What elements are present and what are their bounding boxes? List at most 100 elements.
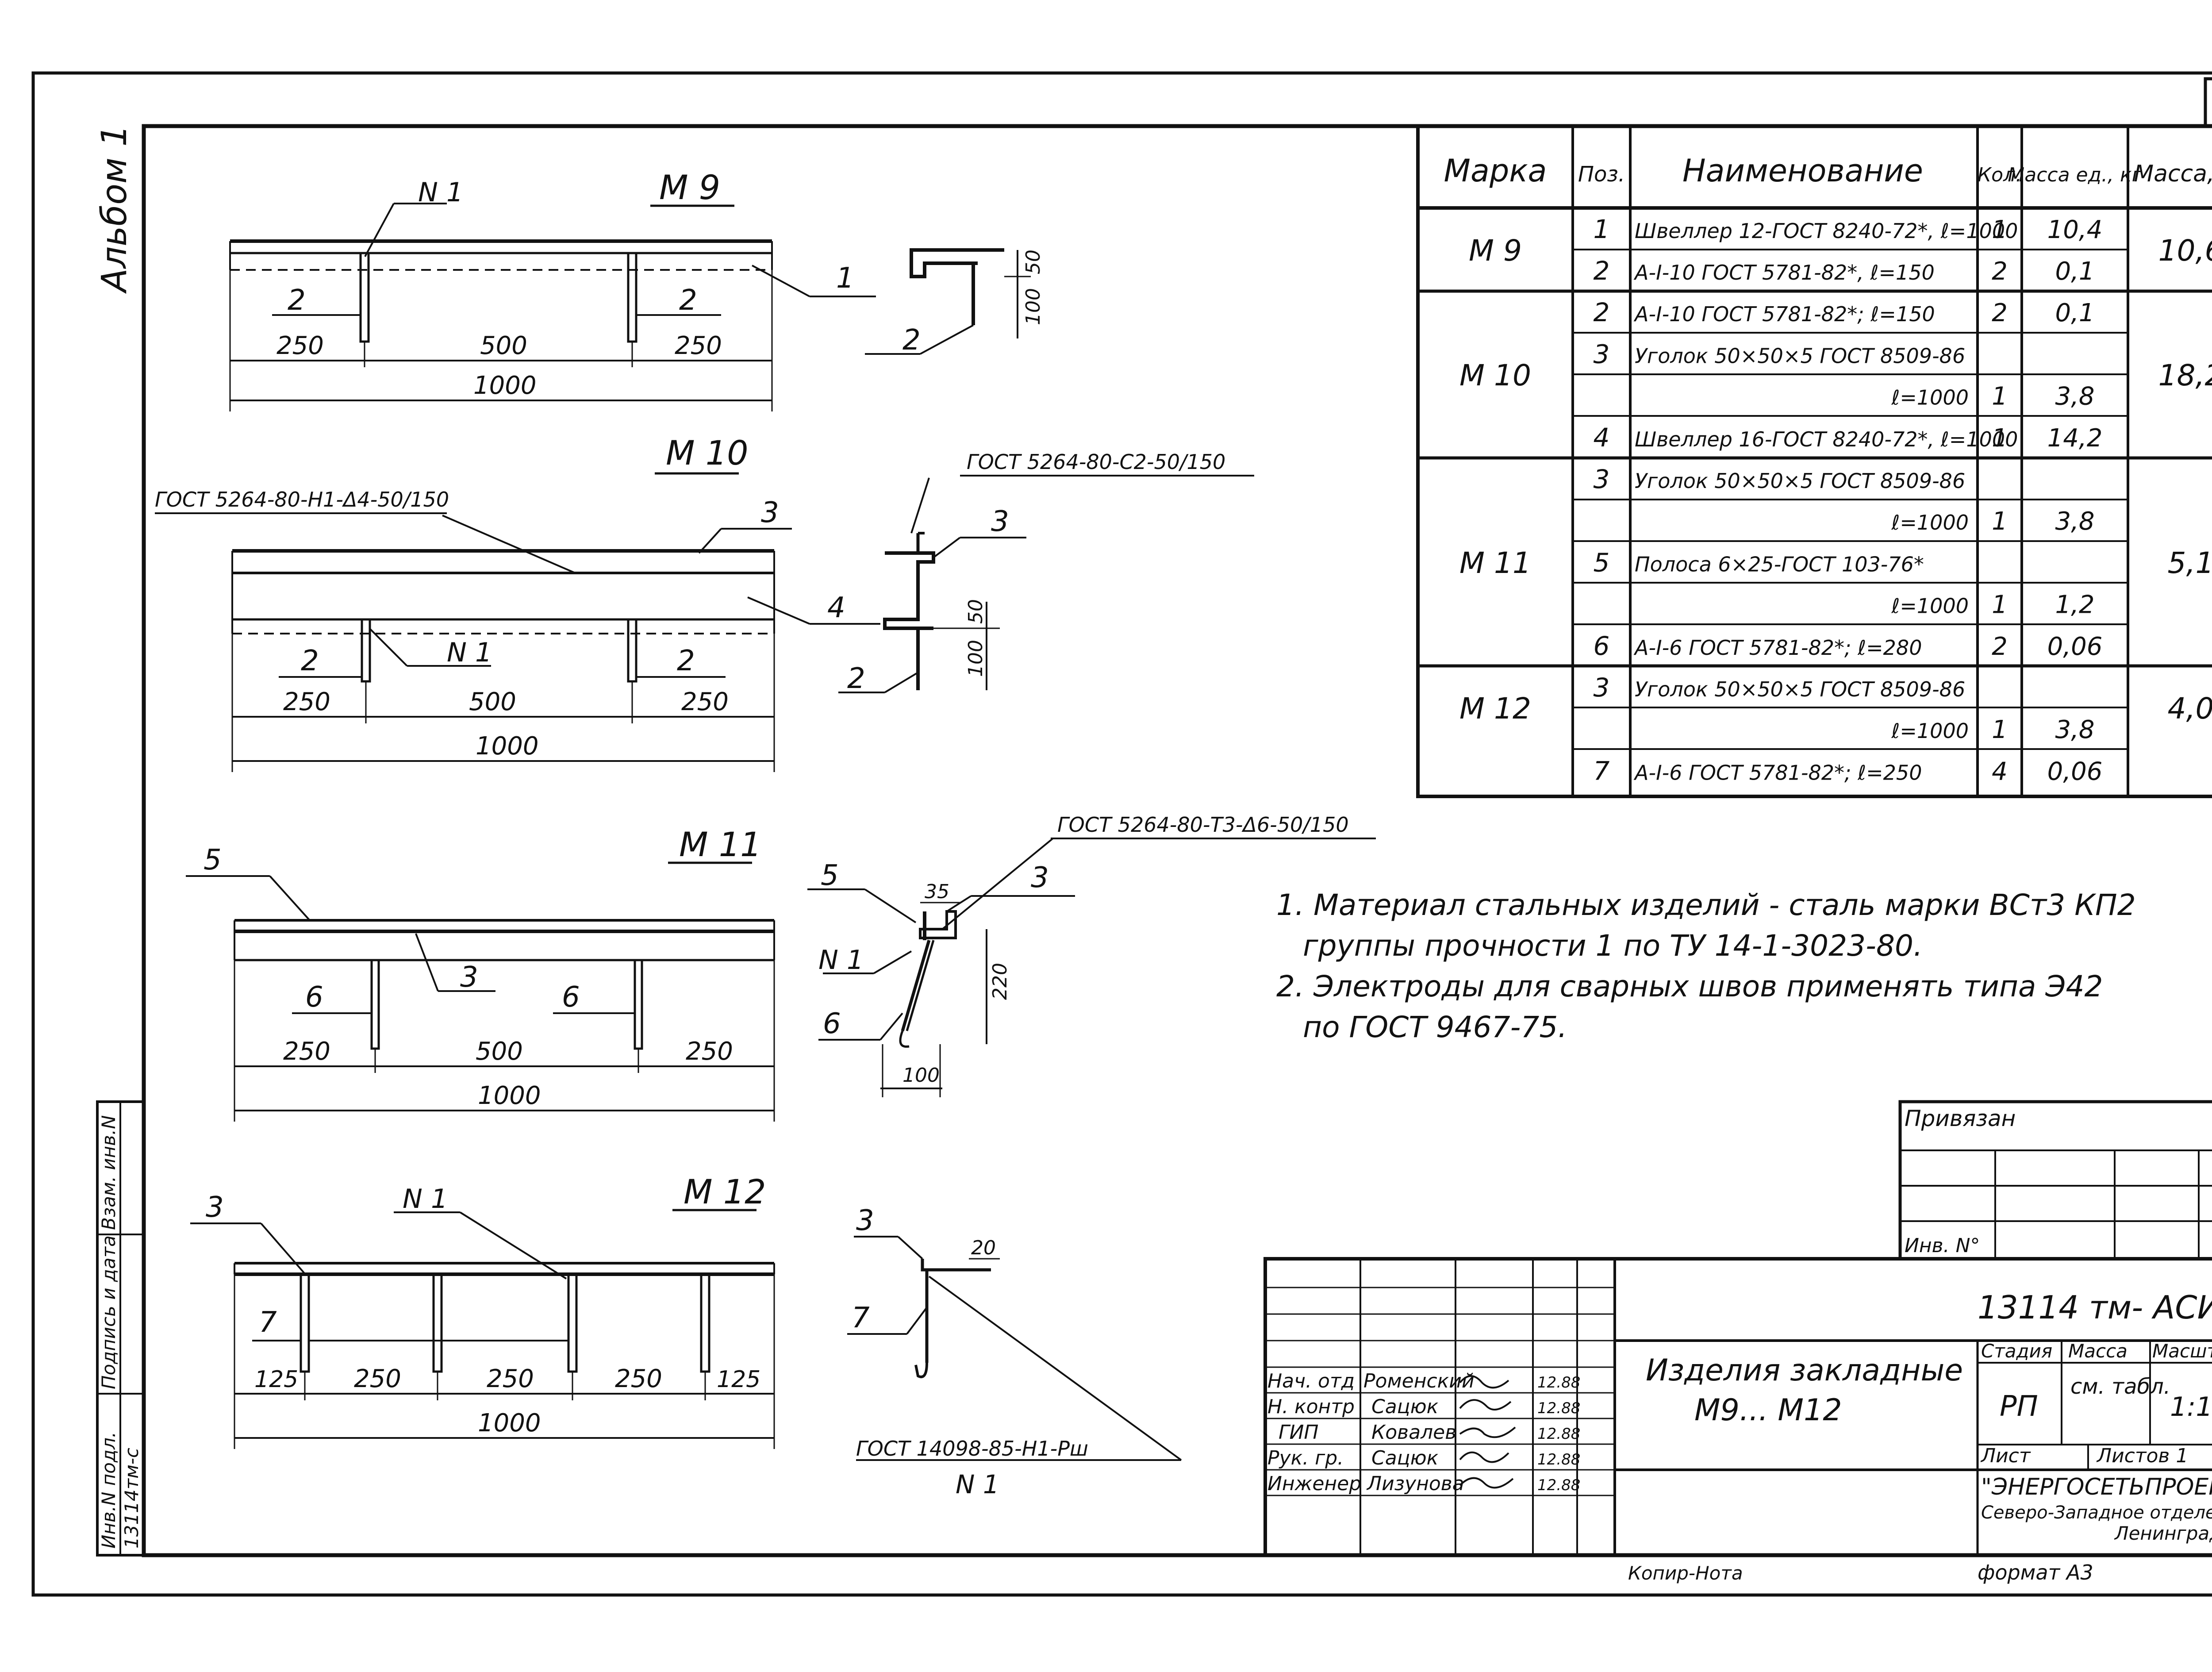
m12-section-dim-20: 20 xyxy=(971,1237,996,1259)
m11-section-mark-5: 5 xyxy=(821,859,839,892)
spec-rows: М 910,61Швеллер 12-ГОСТ 8240-72*, ℓ=1000… xyxy=(1459,214,2212,786)
signatures xyxy=(1459,1375,1516,1489)
side-stamp-inventory-value: 13114тм-с xyxy=(121,1448,142,1549)
m11-dim-250a: 250 xyxy=(283,1037,330,1066)
org-city: Ленинград xyxy=(2114,1522,2212,1544)
m10-mark-n1: N 1 xyxy=(447,637,492,668)
m11-mark-6a: 6 xyxy=(305,981,323,1014)
spec-pos: 1 xyxy=(1594,214,1610,244)
m12-section-mark-7: 7 xyxy=(852,1302,870,1334)
spec-unit-mass: 0,1 xyxy=(2055,257,2094,286)
format-label: формат А3 xyxy=(1978,1561,2093,1584)
spec-unit-mass: 0,06 xyxy=(2047,632,2103,661)
m10-weld-side: ГОСТ 5264-80-С2-50/150 xyxy=(967,450,1225,474)
m10-mark-2a: 2 xyxy=(301,645,319,677)
m12-dim-125a: 125 xyxy=(254,1366,298,1393)
spec-name: Уголок 50×50×5 ГОСТ 8509-86 xyxy=(1635,469,1965,493)
m10-section-mark-3: 3 xyxy=(991,505,1009,538)
m12-dim-250c: 250 xyxy=(615,1365,662,1393)
spec-unit-mass: 10,4 xyxy=(2047,215,2103,244)
spec-unit-mass: 1,2 xyxy=(2055,591,2094,619)
spec-name: ℓ=1000 xyxy=(1891,386,1969,410)
date-1: 12.88 xyxy=(1537,1374,1580,1391)
copy-mark: Копир-Нота xyxy=(1628,1562,1743,1584)
spec-qty: 1 xyxy=(1992,424,2008,453)
note-line-3: 2. Электроды для сварных швов применять … xyxy=(1276,969,2103,1003)
spec-mark-М11: М 11 xyxy=(1459,546,1531,580)
spec-qty: 2 xyxy=(1992,257,2008,286)
m11-mark-3: 3 xyxy=(460,961,478,994)
m11-section-mark-3: 3 xyxy=(1031,861,1049,894)
m9-section-dim-50: 50 xyxy=(1022,250,1045,274)
spec-qty: 1 xyxy=(1992,507,2008,536)
m9-section-mark-2: 2 xyxy=(902,324,921,357)
name-chief-engineer: Ковалев xyxy=(1371,1421,1456,1444)
sheets-count: Листов 1 xyxy=(2096,1445,2188,1467)
m9-mark-1: 1 xyxy=(836,262,854,295)
spec-qty: 1 xyxy=(1992,215,2008,244)
m11-dim-250b: 250 xyxy=(686,1037,733,1066)
name-group-lead: Сацюк xyxy=(1371,1447,1439,1469)
m10-weld-top: ГОСТ 5264-80-Н1-Δ4-50/150 xyxy=(155,488,449,511)
drawing-m9: М 9 N 1 2 2 1 250 500 250 1000 xyxy=(229,168,1045,411)
m11-mark-5: 5 xyxy=(204,844,222,876)
spec-header-pos: Поз. xyxy=(1578,162,1625,187)
m9-mark-n1: N 1 xyxy=(418,177,463,208)
role-group-lead: Рук. гр. xyxy=(1267,1447,1344,1469)
m9-mark-2b: 2 xyxy=(679,284,697,317)
spec-header-unit-mass: Масса ед., кг xyxy=(2008,164,2142,186)
spec-qty: 1 xyxy=(1992,382,2008,411)
m11-dim-500: 500 xyxy=(476,1037,523,1066)
spec-pos: 3 xyxy=(1594,673,1610,703)
role-norm-control: Н. контр xyxy=(1267,1395,1355,1418)
spec-total-mass: 10,6 xyxy=(2158,234,2212,268)
spec-name: Уголок 50×50×5 ГОСТ 8509-86 xyxy=(1635,677,1965,701)
spec-pos: 5 xyxy=(1594,547,1610,577)
side-stamp-label-replaced: Взам. инв.N xyxy=(98,1115,119,1230)
m10-section-dim-50: 50 xyxy=(964,599,987,624)
spec-name: А-I-6 ГОСТ 5781-82*; ℓ=250 xyxy=(1633,761,1922,784)
m12-weld-mark: N 1 xyxy=(956,1469,999,1499)
m10-section-mark-2: 2 xyxy=(847,662,865,695)
spec-mark-М12: М 12 xyxy=(1459,692,1531,726)
spec-pos: 2 xyxy=(1594,297,1610,327)
stage-value: РП xyxy=(2000,1390,2038,1423)
spec-header-mark: Марка xyxy=(1444,153,1547,189)
spec-name: А-I-6 ГОСТ 5781-82*; ℓ=280 xyxy=(1633,636,1922,660)
spec-unit-mass: 0,1 xyxy=(2055,299,2094,327)
m11-title: М 11 xyxy=(679,825,761,864)
side-stamp-label-signature: Подпись и дата xyxy=(98,1235,119,1389)
privyazan-label: Привязан xyxy=(1905,1106,2016,1131)
mass-value: см. табл. xyxy=(2070,1374,2170,1399)
side-stamp: Взам. инв.N Подпись и дата Инв.N подл. 1… xyxy=(96,1100,145,1557)
m12-weld: ГОСТ 14098-85-Н1-Рш xyxy=(856,1437,1088,1461)
name-norm-control: Сацюк xyxy=(1371,1395,1439,1418)
spec-header-name: Наименование xyxy=(1682,153,1923,189)
role-head-department: Нач. отд xyxy=(1267,1370,1355,1392)
m10-mark-4: 4 xyxy=(827,592,845,624)
date-4: 12.88 xyxy=(1537,1451,1580,1468)
m12-mark-7: 7 xyxy=(259,1306,277,1339)
m9-title: М 9 xyxy=(659,168,720,207)
title-block: 13114 тм- АСИ-3 Нач. отд Н. контр ГИП Ру… xyxy=(1263,1257,2212,1557)
spec-unit-mass: 14,2 xyxy=(2047,424,2103,453)
spec-table: Марка Поз. Наименование Кол. Масса ед., … xyxy=(1416,124,2212,798)
spec-pos: 4 xyxy=(1594,423,1610,453)
spec-unit-mass: 3,8 xyxy=(2055,507,2094,536)
m12-mark-3: 3 xyxy=(206,1191,224,1224)
m10-mark-2b: 2 xyxy=(677,645,695,677)
privyazan-block: Привязан Инв. N° xyxy=(1898,1100,2212,1261)
date-3: 12.88 xyxy=(1537,1425,1580,1443)
drawing-m11: М 11 5 3 6 6 250 500 250 1000 ГОСТ 5264-… xyxy=(186,813,1376,1122)
note-line-2: группы прочности 1 по ТУ 14-1-3023-80. xyxy=(1303,929,1923,963)
name-head-department: Роменский xyxy=(1363,1370,1474,1392)
spec-pos: 7 xyxy=(1594,756,1610,786)
role-engineer: Инженер xyxy=(1267,1472,1361,1495)
drawing-m10: М 10 ГОСТ 5264-80-Н1-Δ4-50/150 ГОСТ 5264… xyxy=(155,433,1254,772)
m10-section-dim-100: 100 xyxy=(964,640,987,677)
sheet-frame xyxy=(31,71,2212,1597)
spec-name: ℓ=1000 xyxy=(1891,719,1969,743)
m9-dim-500: 500 xyxy=(480,331,527,360)
m11-section-dim-220: 220 xyxy=(989,963,1011,1000)
m11-mark-6b: 6 xyxy=(562,981,580,1014)
